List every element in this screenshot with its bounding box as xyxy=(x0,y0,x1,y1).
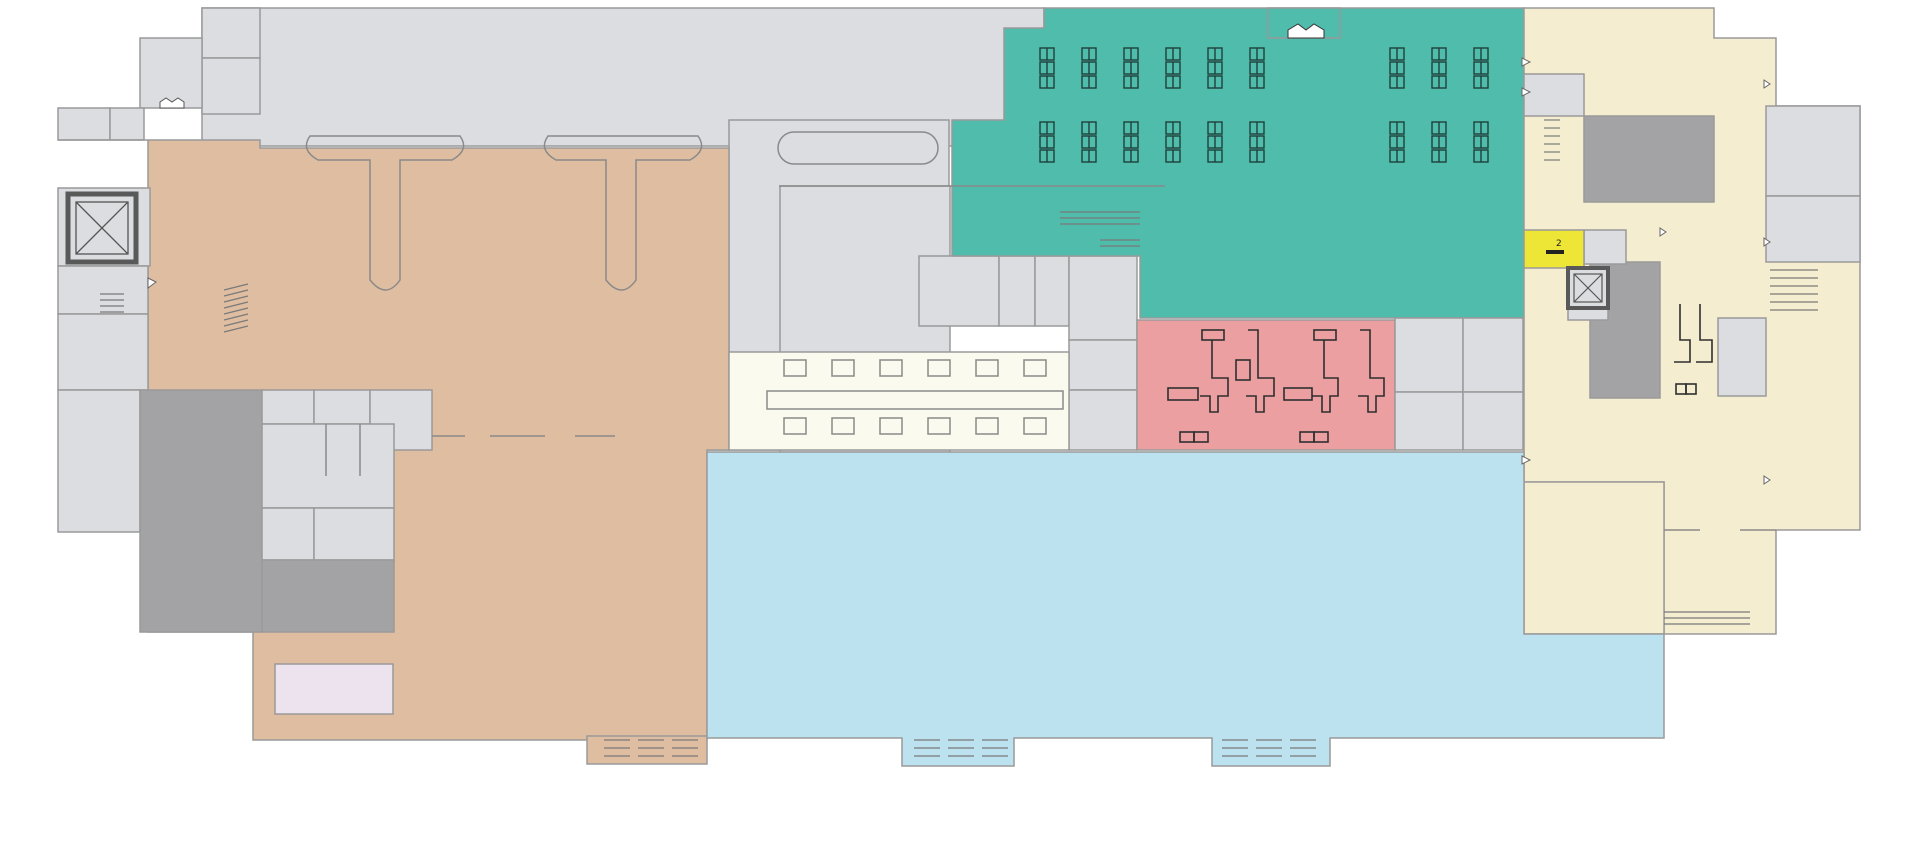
room-center-rooms-4[interactable] xyxy=(1068,255,1138,341)
room-east-center-1[interactable] xyxy=(1394,317,1464,393)
stairs-icon xyxy=(100,119,1818,757)
room-lilac-small[interactable] xyxy=(274,663,394,715)
room-inner-block-2[interactable] xyxy=(313,389,371,425)
room-west-grey-2[interactable] xyxy=(261,559,395,633)
room-open-hall[interactable] xyxy=(706,451,1665,767)
seminar-chair xyxy=(975,359,999,377)
room-center-rooms-3[interactable] xyxy=(1034,255,1070,327)
book-icon xyxy=(159,97,185,109)
room-highlight-yellow[interactable] xyxy=(1523,229,1585,269)
room-east-staff-south[interactable] xyxy=(1523,481,1665,635)
lift-west xyxy=(65,191,139,265)
study-desks xyxy=(1039,47,1489,163)
book-icon xyxy=(1287,23,1325,39)
room-center-rooms-2[interactable] xyxy=(998,255,1036,327)
seminar-chair xyxy=(975,417,999,435)
room-inner-block-5[interactable] xyxy=(261,507,315,561)
lift-east xyxy=(1566,266,1610,310)
room-northwest-small[interactable] xyxy=(139,37,203,109)
seminar-chair xyxy=(927,417,951,435)
bench-t-1 xyxy=(305,135,465,291)
room-west-3[interactable] xyxy=(57,313,149,391)
seminar-chair xyxy=(783,417,807,435)
room-center-rooms-6[interactable] xyxy=(1068,389,1138,451)
room-inner-block-1[interactable] xyxy=(261,389,315,425)
room-east-grey-tall-1[interactable] xyxy=(1765,105,1861,197)
partition-lines xyxy=(325,185,1776,531)
room-west-top-1[interactable] xyxy=(57,107,111,141)
seminar-long-table xyxy=(766,390,1064,410)
corridor-top-left-box[interactable] xyxy=(201,7,261,59)
room-west-2[interactable] xyxy=(57,265,149,315)
room-east-core-top[interactable] xyxy=(1583,115,1715,203)
room-east-center-3[interactable] xyxy=(1394,391,1464,451)
zone-seminar xyxy=(728,351,1070,451)
highlight-marker: 2 xyxy=(1546,239,1564,254)
zone-east-staff xyxy=(1523,7,1861,635)
seminar-chair xyxy=(879,359,903,377)
room-lab-main[interactable] xyxy=(1136,319,1396,451)
room-south-stair-tan[interactable] xyxy=(586,735,708,765)
room-west-top-2[interactable] xyxy=(109,107,145,141)
seminar-chair xyxy=(1023,359,1047,377)
room-center-rooms-1[interactable] xyxy=(918,255,1000,327)
east-center-rooms xyxy=(1394,317,1524,451)
room-east-grey-side[interactable] xyxy=(1717,317,1767,397)
curved-benches xyxy=(305,131,939,291)
highlight-marker-label: 2 xyxy=(1556,239,1562,249)
door-icon xyxy=(147,57,1771,485)
room-east-small-grey-2[interactable] xyxy=(1583,229,1627,265)
bench-oval xyxy=(777,131,939,165)
seminar-chair xyxy=(1023,417,1047,435)
seminar-chair xyxy=(831,359,855,377)
corridor-top-left-box-2[interactable] xyxy=(201,57,261,115)
room-east-small-grey[interactable] xyxy=(1523,73,1585,117)
room-inner-block-4[interactable] xyxy=(261,423,395,509)
room-center-rooms-5[interactable] xyxy=(1068,339,1138,391)
room-inner-block-6[interactable] xyxy=(313,507,395,561)
room-east-center-4[interactable] xyxy=(1462,391,1524,451)
seminar-chair xyxy=(927,359,951,377)
room-seminar[interactable] xyxy=(728,351,1070,451)
room-east-grey-tall-2[interactable] xyxy=(1765,195,1861,263)
seminar-chair xyxy=(879,417,903,435)
room-east-center-2[interactable] xyxy=(1462,317,1524,393)
zone-open-blue xyxy=(706,451,1665,767)
bench-t-2 xyxy=(543,135,703,291)
west-side-rooms xyxy=(57,187,433,633)
room-west-core[interactable] xyxy=(139,389,263,633)
seminar-chair xyxy=(783,359,807,377)
room-west-4[interactable] xyxy=(57,389,141,533)
lab-equipment xyxy=(1167,304,1713,443)
seminar-chair xyxy=(831,417,855,435)
seminar-chairs xyxy=(783,359,1047,435)
